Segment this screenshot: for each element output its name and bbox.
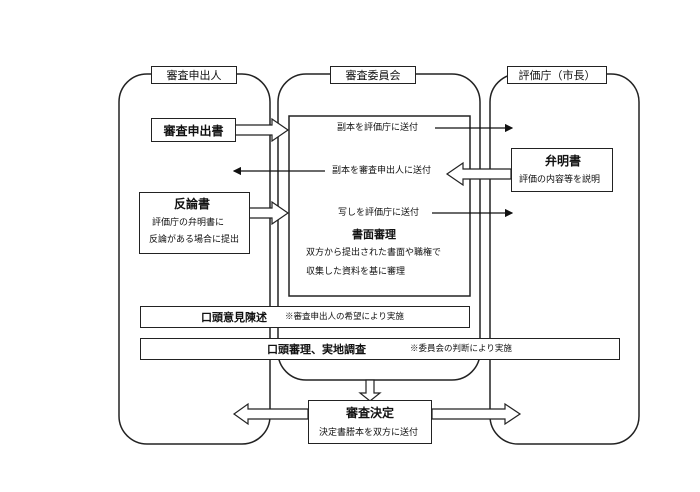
decision-title: 審査決定 xyxy=(346,406,395,420)
block-arrow-request xyxy=(234,117,290,143)
oral-review-note: ※委員会の判断により実施 xyxy=(410,344,512,354)
oral-statement-bar: 口頭意見陳述 ※審査申出人の希望により実施 xyxy=(140,306,470,328)
block-arrow-to-applicant xyxy=(232,402,309,426)
header-applicant: 審査申出人 xyxy=(151,66,237,84)
header-committee: 審査委員会 xyxy=(330,66,416,84)
block-arrow-rebuttal xyxy=(248,200,290,226)
lane-agency xyxy=(489,73,640,445)
request-document-box: 審査申出書 xyxy=(151,118,236,142)
header-committee-label: 審査委員会 xyxy=(345,69,401,82)
send-copy-to-agency-text: 副本を評価庁に送付 xyxy=(337,123,419,133)
rebuttal-line1: 評価庁の弁明書に xyxy=(152,218,225,228)
explanation-box: 弁明書 評価の内容等を説明 xyxy=(511,148,613,192)
decision-desc: 決定書謄本を双方に送付 xyxy=(319,428,419,438)
header-agency-label: 評価庁（市長） xyxy=(518,69,596,82)
block-arrow-to-agency xyxy=(431,402,522,426)
header-applicant-label: 審査申出人 xyxy=(166,69,222,82)
oral-review-title: 口頭審理、実地調査 xyxy=(267,343,366,356)
lane-committee xyxy=(277,73,481,381)
send-copy-to-applicant-text: 副本を審査申出人に送付 xyxy=(332,166,432,176)
explanation-desc: 評価の内容等を説明 xyxy=(519,175,601,185)
document-review-title: 書面審理 xyxy=(352,228,396,241)
rebuttal-line2: 反論がある場合に提出 xyxy=(149,235,240,245)
oral-statement-note: ※審査申出人の希望により実施 xyxy=(285,312,404,322)
rebuttal-box: 反論書 評価庁の弁明書に 反論がある場合に提出 xyxy=(139,192,250,254)
oral-statement-title: 口頭意見陳述 xyxy=(201,311,267,324)
document-review-line2: 収集した資料を基に審理 xyxy=(306,267,406,277)
block-arrow-down xyxy=(358,379,382,402)
header-agency: 評価庁（市長） xyxy=(507,66,607,84)
committee-inner-panel xyxy=(288,115,471,297)
block-arrow-explanation xyxy=(445,161,512,187)
oral-review-bar: 口頭審理、実地調査 ※委員会の判断により実施 xyxy=(140,338,620,360)
request-document-label: 審査申出書 xyxy=(163,123,224,138)
send-transcript-to-agency-text: 写しを評価庁に送付 xyxy=(338,208,420,218)
decision-box: 審査決定 決定書謄本を双方に送付 xyxy=(308,400,432,444)
document-review-line1: 双方から提出された書面や職権で xyxy=(306,248,442,258)
explanation-title: 弁明書 xyxy=(545,154,582,168)
rebuttal-title: 反論書 xyxy=(174,197,211,211)
